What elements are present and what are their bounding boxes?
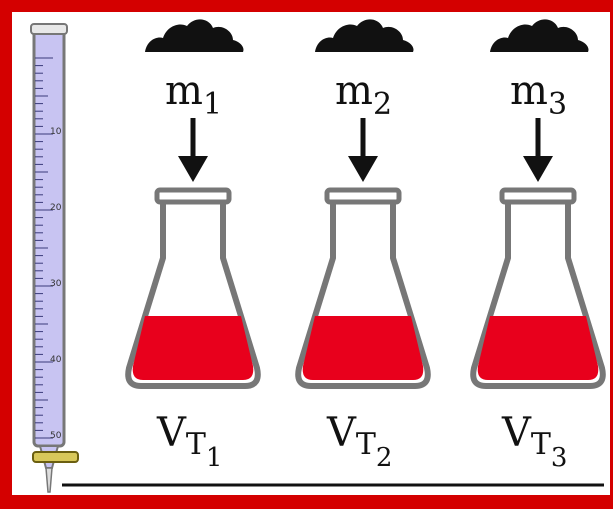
down-arrow-head [523,156,553,182]
flask-liquid [132,316,254,380]
down-arrow-head [178,156,208,182]
burette-rim [30,23,68,35]
volume-label: VT1 [156,410,222,473]
mass-label: m3 [510,68,567,122]
burette: 10 20 30 40 50 [30,23,79,493]
powder-pile-icon [490,19,589,53]
flask-rim [154,187,232,205]
stopcock-icon[interactable] [32,451,79,463]
burette-scale-label: 20 [50,203,62,213]
powder-pile-icon [315,19,414,53]
burette-scale-label: 50 [50,431,62,441]
volume-label: VT3 [501,410,567,473]
flask-liquid [302,316,424,380]
burette-scale-label: 10 [50,127,62,137]
burette-scale: 10 20 30 40 50 [35,57,62,441]
down-arrow-head [348,156,378,182]
mass-label: m1 [165,68,222,122]
flask-rim [324,187,402,205]
burette-scale-label: 40 [50,355,62,365]
burette-outlet [45,467,53,493]
powder-pile-icon [145,19,244,53]
volume-label: VT2 [326,410,392,473]
flask-rim [499,187,577,205]
burette-tube [32,26,66,448]
burette-scale-label: 30 [50,279,62,289]
flask-liquid [477,316,599,380]
mass-label: m2 [335,68,392,122]
